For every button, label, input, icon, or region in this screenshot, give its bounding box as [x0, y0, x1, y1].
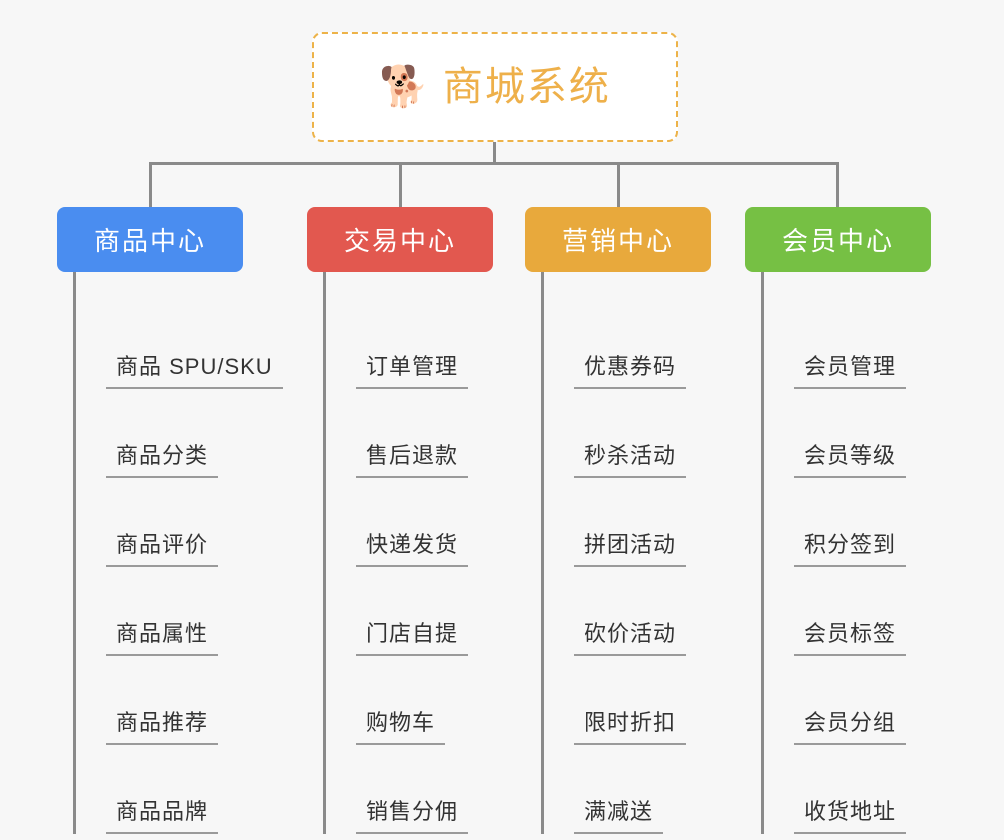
leaf-item[interactable]: 售后退款 [326, 389, 493, 478]
leaf-item[interactable]: 销售分佣 [326, 745, 493, 834]
root-title: 商城系统 [442, 65, 611, 109]
branch-label-3: 会员中心 [781, 226, 894, 256]
leaf-item[interactable]: 会员分组 [764, 656, 931, 745]
leaf-item[interactable]: 优惠券码 [544, 300, 711, 389]
leaf-item[interactable]: 会员等级 [764, 389, 931, 478]
leaf-label: 售后退款 [356, 443, 469, 478]
connector-drop-branch-3 [836, 162, 839, 209]
leaf-label: 商品 SPU/SKU [106, 354, 283, 389]
leaf-item[interactable]: 秒杀活动 [544, 389, 711, 478]
leaf-item[interactable]: 快递发货 [326, 478, 493, 567]
leaf-item[interactable]: 限时折扣 [544, 656, 711, 745]
branch-member-center: 会员中心 会员管理 会员等级 积分签到 会员标签 会员分组 收货地址 [745, 207, 931, 834]
leaf-label: 商品评价 [106, 532, 219, 567]
leaf-list-0: 商品 SPU/SKU 商品分类 商品评价 商品属性 商品推荐 商品品牌 [73, 272, 283, 834]
leaf-label: 拼团活动 [574, 532, 687, 567]
branch-product-center: 商品中心 商品 SPU/SKU 商品分类 商品评价 商品属性 商品推荐 商品品牌 [57, 207, 283, 834]
connector-horizontal-bus [149, 162, 839, 165]
leaf-item[interactable]: 商品 SPU/SKU [76, 300, 283, 389]
branch-label-1: 交易中心 [343, 226, 456, 256]
branch-label-0: 商品中心 [93, 226, 206, 256]
connector-drop-branch-0 [149, 162, 152, 209]
leaf-item[interactable]: 砍价活动 [544, 567, 711, 656]
root-node[interactable]: 🐕 商城系统 [312, 32, 678, 142]
branch-header-1[interactable]: 交易中心 [307, 207, 493, 272]
connector-drop-branch-1 [399, 162, 402, 209]
leaf-item[interactable]: 积分签到 [764, 478, 931, 567]
leaf-item[interactable]: 商品品牌 [76, 745, 283, 834]
leaf-label: 订单管理 [356, 354, 469, 389]
leaf-item[interactable]: 收货地址 [764, 745, 931, 834]
branch-trade-center: 交易中心 订单管理 售后退款 快递发货 门店自提 购物车 销售分佣 [307, 207, 493, 834]
leaf-item[interactable]: 会员管理 [764, 300, 931, 389]
leaf-label: 门店自提 [356, 621, 469, 656]
leaf-label: 商品品牌 [106, 799, 219, 834]
leaf-label: 收货地址 [794, 799, 907, 834]
leaf-item[interactable]: 会员标签 [764, 567, 931, 656]
leaf-item[interactable]: 购物车 [326, 656, 493, 745]
leaf-item[interactable]: 门店自提 [326, 567, 493, 656]
leaf-item[interactable]: 满减送 [544, 745, 711, 834]
leaf-label: 砍价活动 [574, 621, 687, 656]
leaf-item[interactable]: 商品属性 [76, 567, 283, 656]
connector-root-stem [493, 142, 496, 165]
leaf-list-1: 订单管理 售后退款 快递发货 门店自提 购物车 销售分佣 [323, 272, 493, 834]
leaf-item[interactable]: 商品评价 [76, 478, 283, 567]
leaf-label: 秒杀活动 [574, 443, 687, 478]
branch-header-0[interactable]: 商品中心 [57, 207, 243, 272]
leaf-list-2: 优惠券码 秒杀活动 拼团活动 砍价活动 限时折扣 满减送 [541, 272, 711, 834]
leaf-item[interactable]: 商品分类 [76, 389, 283, 478]
leaf-label: 销售分佣 [356, 799, 469, 834]
leaf-label: 积分签到 [794, 532, 907, 567]
leaf-label: 会员等级 [794, 443, 907, 478]
leaf-label: 购物车 [356, 710, 446, 745]
branch-header-2[interactable]: 营销中心 [525, 207, 711, 272]
connector-drop-branch-2 [617, 162, 620, 209]
leaf-label: 会员标签 [794, 621, 907, 656]
leaf-label: 快递发货 [356, 532, 469, 567]
leaf-label: 商品属性 [106, 621, 219, 656]
leaf-label: 优惠券码 [574, 354, 687, 389]
leaf-item[interactable]: 商品推荐 [76, 656, 283, 745]
branch-marketing-center: 营销中心 优惠券码 秒杀活动 拼团活动 砍价活动 限时折扣 满减送 [525, 207, 711, 834]
leaf-item[interactable]: 订单管理 [326, 300, 493, 389]
leaf-label: 商品推荐 [106, 710, 219, 745]
shiba-dog-face-icon: 🐕 [379, 65, 429, 109]
leaf-label: 满减送 [574, 799, 664, 834]
leaf-item[interactable]: 拼团活动 [544, 478, 711, 567]
leaf-label: 商品分类 [106, 443, 219, 478]
leaf-label: 会员管理 [794, 354, 907, 389]
branch-label-2: 营销中心 [561, 226, 674, 256]
leaf-list-3: 会员管理 会员等级 积分签到 会员标签 会员分组 收货地址 [761, 272, 931, 834]
leaf-label: 会员分组 [794, 710, 907, 745]
leaf-label: 限时折扣 [574, 710, 687, 745]
branch-header-3[interactable]: 会员中心 [745, 207, 931, 272]
